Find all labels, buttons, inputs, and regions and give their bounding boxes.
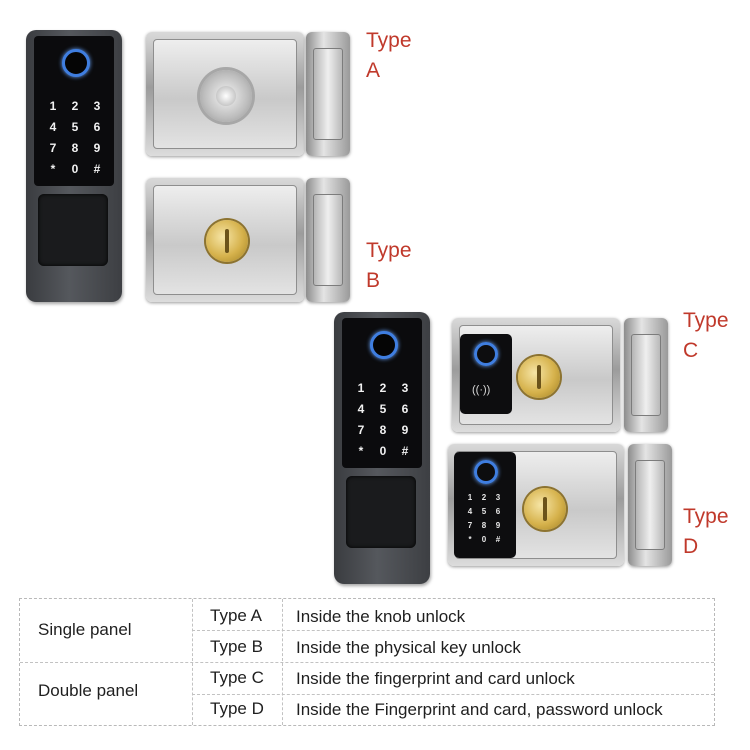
keeper-slot (313, 194, 343, 286)
row-type: Type C (210, 668, 264, 687)
keypad-key: * (358, 444, 364, 458)
keypad-key: 1 (357, 381, 365, 395)
type-label-letter: B (366, 269, 381, 292)
keypad-key: 9 (93, 141, 101, 155)
keypad-key: * (50, 162, 56, 176)
front-panel-double: 1 2 3 4 5 6 7 8 9 * 0 # (334, 312, 430, 584)
fingerprint-sensor-icon (62, 49, 90, 77)
keypad-key: 8 (71, 141, 79, 155)
keeper-slot (631, 334, 661, 416)
keypad-key: 7 (357, 423, 365, 437)
keypad-key: # (401, 444, 409, 458)
rfid-card-icon: ((·)) (472, 384, 491, 396)
keypad-key: 3 (495, 493, 501, 502)
key-cylinder-icon (206, 220, 248, 262)
keypad-key: 4 (467, 507, 473, 516)
strike-keeper-a (306, 32, 350, 156)
keypad-key: 0 (71, 162, 79, 176)
keypad-key: 6 (495, 507, 501, 516)
strike-keeper-d (628, 444, 672, 566)
fingerprint-card-reader: ((·)) (460, 334, 512, 414)
keypad-key: 2 (481, 493, 487, 502)
table-divider (192, 630, 714, 631)
keypad-key: # (495, 535, 501, 544)
keypad-key: 2 (71, 99, 79, 113)
type-label-letter: A (366, 59, 381, 82)
group-label-single: Single panel (38, 620, 132, 639)
lock-body-type-c: ((·)) (452, 318, 620, 432)
keypad-key: 2 (379, 381, 387, 395)
keypad-key: 0 (481, 535, 487, 544)
lock-body-type-a (146, 32, 304, 156)
keypad-key: 4 (49, 120, 57, 134)
unlock-type-table: Single panel Double panel Type A Inside … (19, 598, 715, 726)
table-divider (20, 662, 714, 663)
keypad: 1 2 3 4 5 6 7 8 9 * 0 # (463, 492, 505, 546)
handle-grip (346, 476, 416, 548)
keypad-key: 8 (481, 521, 487, 530)
keypad-key: 8 (379, 423, 387, 437)
keypad-key: 5 (481, 507, 487, 516)
key-cylinder-icon (524, 488, 566, 530)
touch-screen: 1 2 3 4 5 6 7 8 9 * 0 # (34, 36, 114, 186)
knob-icon (200, 70, 252, 122)
row-desc: Inside the fingerprint and card unlock (296, 669, 575, 688)
type-label-b: Type B (366, 236, 412, 296)
lock-body-type-b (146, 178, 304, 302)
fingerprint-sensor-icon (474, 342, 498, 366)
front-panel-single: 1 2 3 4 5 6 7 8 9 * 0 # (26, 30, 122, 302)
keypad: 1 2 3 4 5 6 7 8 9 * 0 # (42, 98, 108, 177)
type-label-letter: C (683, 339, 699, 362)
keypad-reader: 1 2 3 4 5 6 7 8 9 * 0 # (454, 452, 516, 558)
keypad-key: 6 (401, 402, 409, 416)
strike-keeper-b (306, 178, 350, 302)
keypad-key: 9 (495, 521, 501, 530)
touch-screen: 1 2 3 4 5 6 7 8 9 * 0 # (342, 318, 422, 468)
keypad-key: 7 (467, 521, 473, 530)
keypad-key: 9 (401, 423, 409, 437)
row-type: Type B (210, 637, 263, 656)
keypad-key: 7 (49, 141, 57, 155)
keypad-key: 1 (467, 493, 473, 502)
keypad: 1 2 3 4 5 6 7 8 9 * 0 # (350, 380, 416, 459)
keeper-slot (635, 460, 665, 550)
keypad-key: 3 (93, 99, 101, 113)
keypad-key: 1 (49, 99, 57, 113)
handle-grip (38, 194, 108, 266)
table-divider (192, 694, 714, 695)
key-cylinder-icon (518, 356, 560, 398)
keypad-key: 4 (357, 402, 365, 416)
type-label-word: Type (683, 505, 729, 528)
row-type: Type D (210, 699, 264, 718)
type-label-word: Type (683, 309, 729, 332)
keypad-key: 6 (93, 120, 101, 134)
keypad-key: 3 (401, 381, 409, 395)
type-label-d: Type D (683, 502, 729, 562)
keypad-key: 0 (379, 444, 387, 458)
keeper-slot (313, 48, 343, 140)
type-label-c: Type C (683, 306, 729, 366)
fingerprint-sensor-icon (370, 331, 398, 359)
keypad-key: 5 (379, 402, 387, 416)
strike-keeper-c (624, 318, 668, 432)
row-desc: Inside the knob unlock (296, 607, 466, 626)
type-label-a: Type A (366, 26, 412, 86)
type-label-letter: D (683, 535, 699, 558)
row-desc: Inside the physical key unlock (296, 638, 521, 657)
row-desc: Inside the Fingerprint and card, passwor… (296, 700, 663, 719)
type-label-word: Type (366, 239, 412, 262)
keypad-key: # (93, 162, 101, 176)
row-type: Type A (210, 606, 262, 625)
group-label-double: Double panel (38, 681, 139, 700)
type-label-word: Type (366, 29, 412, 52)
keypad-key: 5 (71, 120, 79, 134)
fingerprint-sensor-icon (474, 460, 498, 484)
lock-body-type-d: 1 2 3 4 5 6 7 8 9 * 0 # (448, 444, 624, 566)
keypad-key: * (468, 535, 472, 544)
